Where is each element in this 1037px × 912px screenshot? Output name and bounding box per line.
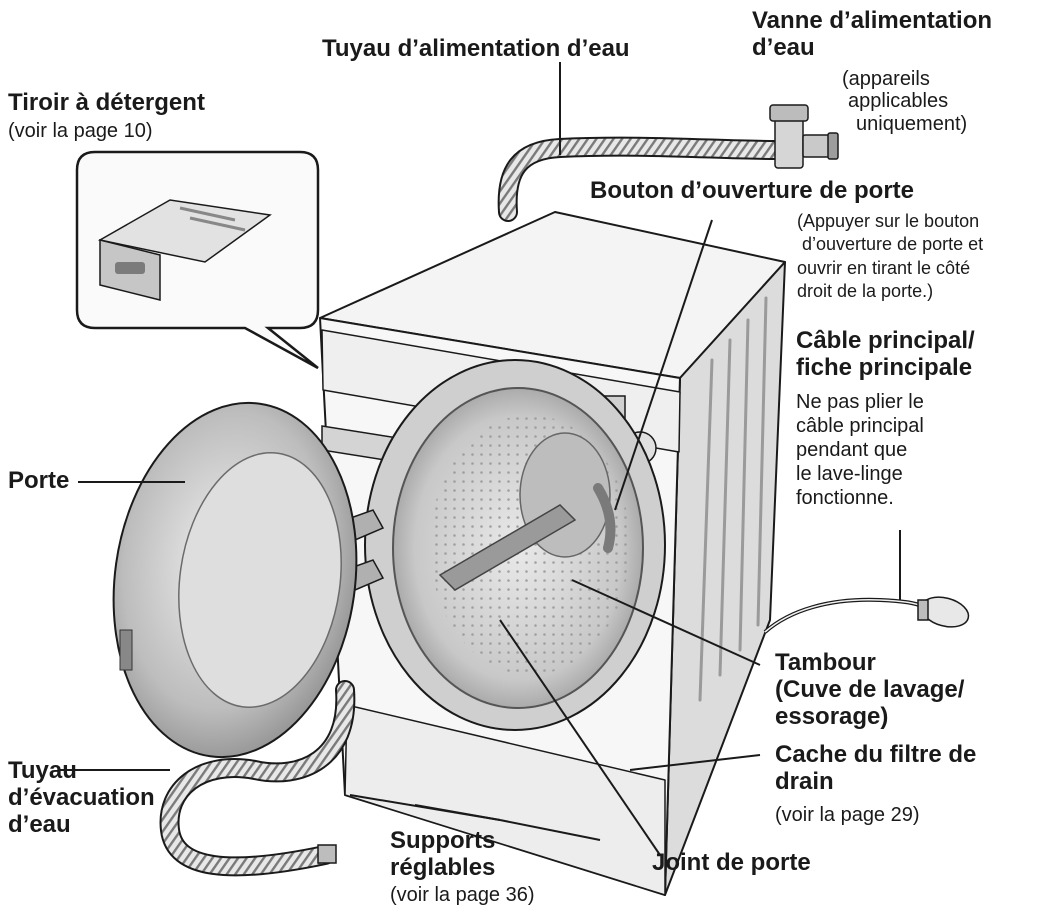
label-drawer: Tiroir à détergent	[8, 89, 205, 116]
ref-filter: (voir la page 29)	[775, 804, 920, 826]
label-drain-hose-line3: d’eau	[8, 810, 71, 838]
label-feet-line2: réglables	[390, 853, 496, 881]
note-valve-line1: (appareils	[842, 68, 930, 90]
note-door-button: (Appuyer sur le bouton d’ouverture de po…	[797, 210, 983, 304]
power-plug	[917, 596, 970, 628]
drawer-inset	[75, 150, 320, 370]
note-door-button-line3: ouvrir en tirant le côté	[797, 257, 971, 278]
note-cable-line4: le lave-linge	[796, 463, 903, 485]
side-ribs	[698, 296, 768, 702]
open-door	[112, 401, 358, 759]
label-supply-hose: Tuyau d’alimentation d’eau	[322, 35, 630, 62]
leader-lines	[60, 62, 901, 856]
label-door: Porte	[8, 467, 70, 494]
label-cable-line2: fiche principale	[796, 353, 973, 381]
note-cable-line5: fonctionne.	[796, 487, 894, 509]
label-filter: Cache du filtre de drain	[775, 741, 977, 796]
label-drain-hose: Tuyau d’évacuation d’eau	[8, 757, 155, 839]
note-cable-line2: câble principal	[796, 415, 924, 437]
note-door-button-line1: (Appuyer sur le bouton	[797, 211, 980, 231]
label-drum-line2: (Cuve de lavage/	[775, 675, 965, 703]
note-valve-line2: applicables	[848, 90, 949, 113]
note-valve-line3: uniquement)	[856, 112, 968, 135]
label-drum-line3: essorage)	[775, 702, 889, 730]
note-valve: (appareils applicables uniquement)	[842, 68, 967, 135]
label-valve: Vanne d’alimentation d’eau	[752, 7, 993, 62]
label-door-button: Bouton d’ouverture de porte	[590, 177, 914, 204]
label-cable: Câble principal/ fiche principale	[796, 327, 975, 382]
ref-feet: (voir la page 36)	[390, 884, 535, 906]
label-drum: Tambour (Cuve de lavage/ essorage)	[775, 649, 965, 731]
label-door-seal: Joint de porte	[652, 849, 811, 876]
label-drain-hose-line2: d’évacuation	[8, 783, 155, 811]
ref-drawer: (voir la page 10)	[8, 120, 153, 142]
label-filter-line2: drain	[775, 767, 834, 795]
label-drum-line1: Tambour	[775, 649, 876, 676]
label-feet: Supports réglables	[390, 827, 496, 882]
supply-valve	[769, 104, 839, 169]
label-valve-line1: Vanne d’alimentation	[752, 7, 993, 34]
label-filter-line1: Cache du filtre de	[775, 741, 977, 768]
label-feet-line1: Supports	[390, 827, 496, 854]
label-drain-hose-line1: Tuyau	[8, 757, 77, 784]
note-cable-line1: Ne pas plier le	[796, 391, 924, 413]
note-cable: Ne pas plier le câble principal pendant …	[796, 390, 924, 510]
drain-hose-end	[317, 844, 337, 864]
drum-assembly	[364, 359, 666, 731]
note-door-button-line4: droit de la porte.)	[797, 281, 934, 302]
label-valve-line2: d’eau	[752, 33, 815, 61]
label-cable-line1: Câble principal/	[796, 327, 975, 354]
note-door-button-line2: d’ouverture de porte et	[802, 234, 984, 255]
note-cable-line3: pendant que	[796, 439, 908, 461]
